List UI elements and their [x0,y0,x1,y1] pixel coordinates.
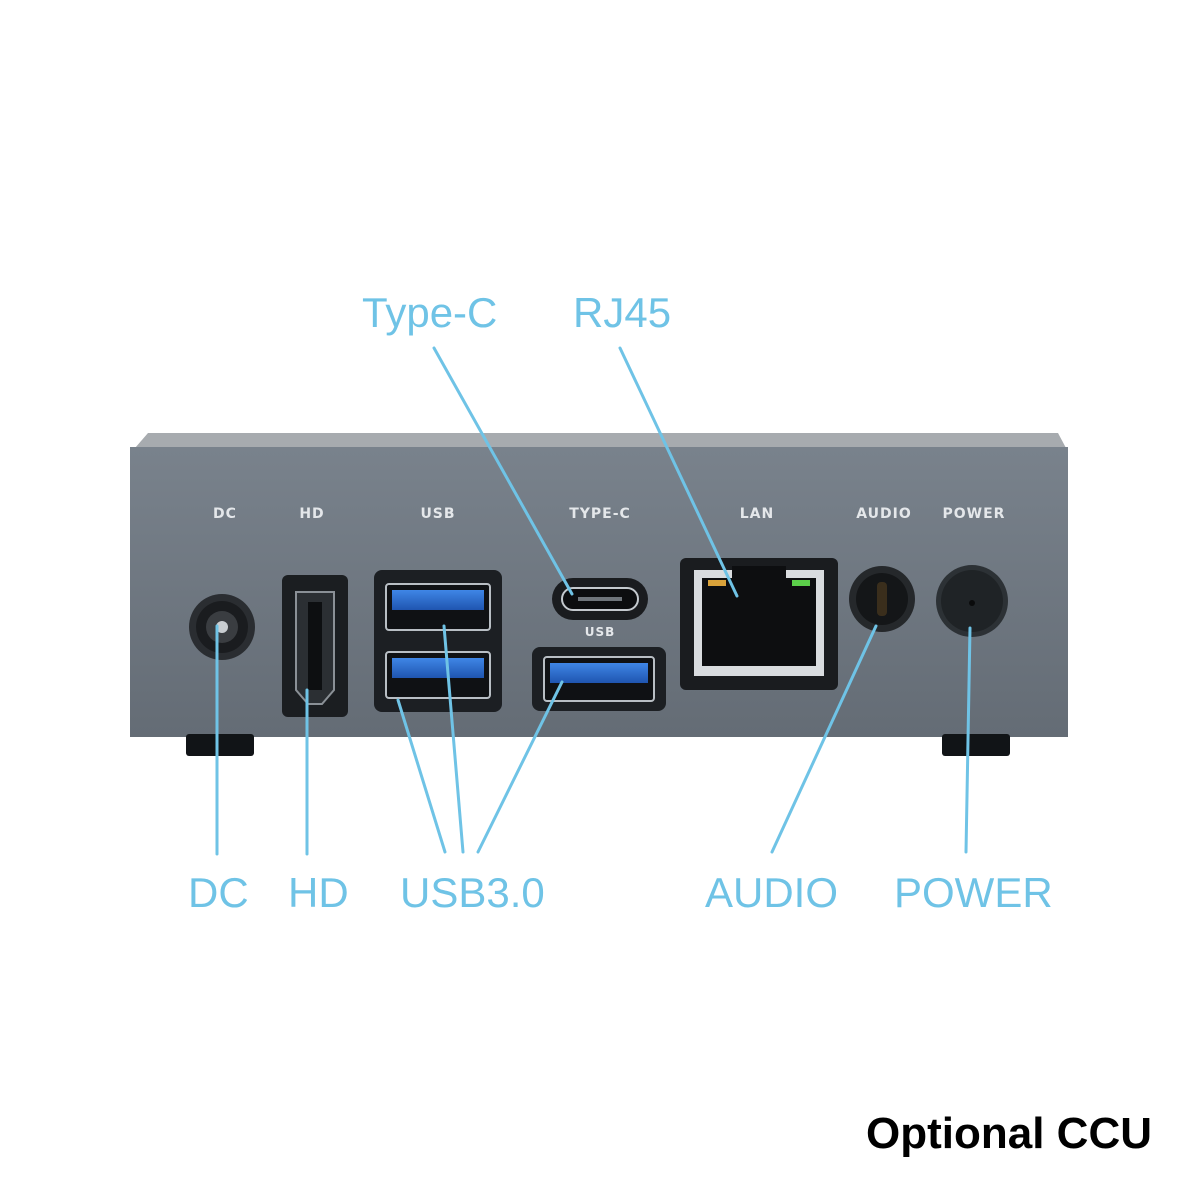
usb-single-port [532,647,666,711]
leader-line-usb-top [442,624,465,854]
usb-stack-port [374,570,502,712]
power-button [936,565,1008,637]
port-label-dc: DC [213,506,237,522]
port-label-lan: LAN [740,506,774,522]
port-label-audio: AUDIO [856,506,912,522]
leader-line-usb-bottom [396,698,447,854]
callout-usb30: USB3.0 [400,869,545,916]
callout-dc: DC [188,869,249,916]
leader-line-type-c [432,346,574,596]
case-top [135,433,1066,448]
port-label-usb: USB [420,506,455,522]
leader-line-power [964,626,972,854]
leader-line-rj45 [618,346,739,598]
leader-line-audio [770,624,878,854]
port-label-type-c: TYPE-C [569,506,631,522]
port-label-hd: HD [299,506,324,522]
callout-hd: HD [288,869,349,916]
callout-type-c: Type-C [362,289,498,336]
hdmi-port [282,575,348,717]
case-foot-right [942,734,1010,756]
footer-caption: Optional CCU [866,1109,1152,1158]
port-label-power: POWER [943,506,1006,522]
port-label-usb-small: USB [585,625,616,639]
callout-audio: AUDIO [705,869,839,916]
dc-jack [189,594,255,660]
audio-jack [849,566,915,632]
leader-line-usb-single [476,680,564,854]
case-foot-left [186,734,254,756]
type-c-port [552,578,648,620]
callout-rj45: RJ45 [573,289,672,336]
callout-power: POWER [894,869,1053,916]
lan-port [680,558,838,690]
